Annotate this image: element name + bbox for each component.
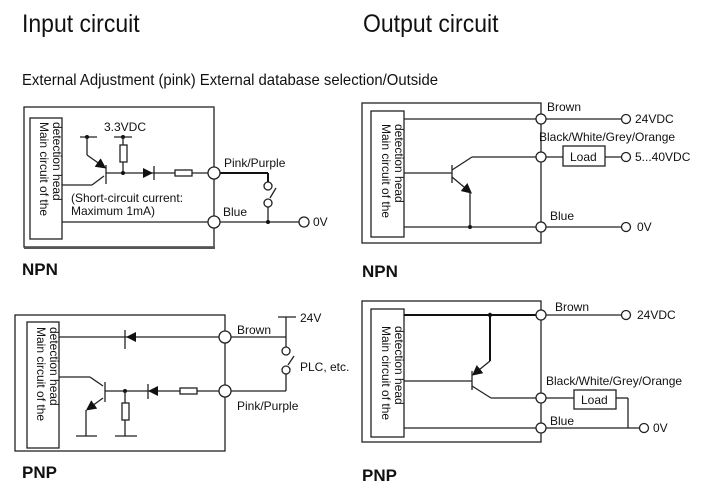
diode-icon [126,332,136,342]
ground-label: 0V [313,215,328,229]
main-circuit-box [26,321,60,449]
load-label: Load [570,150,597,164]
output-wire-label: Black/White/Grey/Orange [539,130,675,144]
input-npn-circuit: Main circuit of the detection head 3.3VD… [23,106,328,249]
main-circuit-box [29,117,63,240]
pink-terminal [218,384,232,398]
ground-terminal [298,216,310,228]
main-circuit-label-line2: detection head [392,326,406,405]
load-supply-label: 5...40VDC [635,150,691,164]
input-pnp-circuit: Main circuit of the detection head 24 [14,311,349,452]
transistor-collector [471,385,492,399]
main-circuit-box [370,110,405,238]
blue-terminal [535,221,547,233]
main-circuit-label-line2: detection head [50,122,64,201]
node-dot [121,171,125,175]
main-circuit-label-line1: Main circuit of the [379,124,393,218]
output-npn-circuit: Main circuit of the detection head Load … [361,100,691,244]
node-dot [266,220,270,224]
brown-terminal [218,330,232,344]
output-pnp-type-label: PNP [362,466,397,485]
blue-terminal [535,422,547,434]
load-box [562,145,606,167]
load-box [573,389,617,410]
ground-label: 0V [637,220,652,234]
switch-label: PLC, etc. [300,360,349,374]
output-npn-type-label: NPN [362,262,398,281]
supply-label: 24V [300,311,321,325]
diode-icon [148,386,158,396]
output-wire-label: Black/White/Grey/Orange [546,374,682,388]
switch-contact [281,346,291,356]
ground-terminal [638,422,650,434]
blue-wire-label: Blue [550,414,574,428]
output-terminal [535,392,547,404]
short-circuit-note-line1: (Short-circuit current: [71,191,183,205]
supply-label: 24VDC [635,112,674,126]
input-pnp-type-label: PNP [22,463,57,482]
brown-terminal [535,309,547,321]
subtitle: External Adjustment (pink) External data… [22,72,439,89]
switch-contact [281,365,291,375]
pink-wire-label: Pink/Purple [237,399,299,413]
main-circuit-label-line1: Main circuit of the [379,326,393,420]
transistor-emitter [85,397,104,411]
output-terminal [535,151,547,163]
supply-terminal [620,113,632,125]
transistor-emitter [86,154,107,169]
switch-lever [269,187,277,199]
main-circuit-label-line1: Main circuit of the [34,327,48,421]
diode-icon [143,168,153,178]
series-resistor [174,169,193,177]
input-npn-type-label: NPN [22,260,58,279]
pink-terminal [207,166,221,180]
supply-label: 3.3VDC [104,120,146,134]
brown-wire-label: Brown [547,100,581,114]
main-circuit-label-line1: Main circuit of the [37,122,51,216]
blue-wire-label: Blue [223,205,247,219]
main-circuit-box [370,308,405,438]
brown-terminal [535,113,547,125]
ground-terminal [620,221,632,233]
blue-terminal [207,215,221,229]
supply-terminal [620,309,632,321]
brown-wire-label: Brown [555,300,589,314]
output-pnp-circuit: Main circuit of the detection head Load … [361,300,682,443]
transistor-emitter [471,360,491,376]
switch-contact [263,198,273,208]
wire [89,376,104,387]
output-circuit-heading: Output circuit [363,10,499,38]
short-circuit-note-line2: Maximum 1mA) [71,204,155,218]
switch-lever [287,355,295,366]
load-supply-terminal [620,151,632,163]
pink-wire-label: Pink/Purple [224,156,286,170]
main-circuit-label-line2: detection head [392,124,406,203]
input-circuit-heading: Input circuit [22,10,140,38]
supply-label: 24VDC [637,308,676,322]
ground-label: 0V [653,421,668,435]
transistor-emitter [451,176,472,194]
load-label: Load [581,393,608,407]
pullup-resistor [119,144,128,163]
series-resistor [179,387,198,395]
main-circuit-label-line2: detection head [47,327,61,406]
transistor-collector [451,156,473,171]
switch-contact [263,181,273,191]
wire [91,175,105,186]
pulldown-resistor [121,402,130,421]
brown-wire-label: Brown [237,323,271,337]
blue-wire-label: Blue [550,209,574,223]
